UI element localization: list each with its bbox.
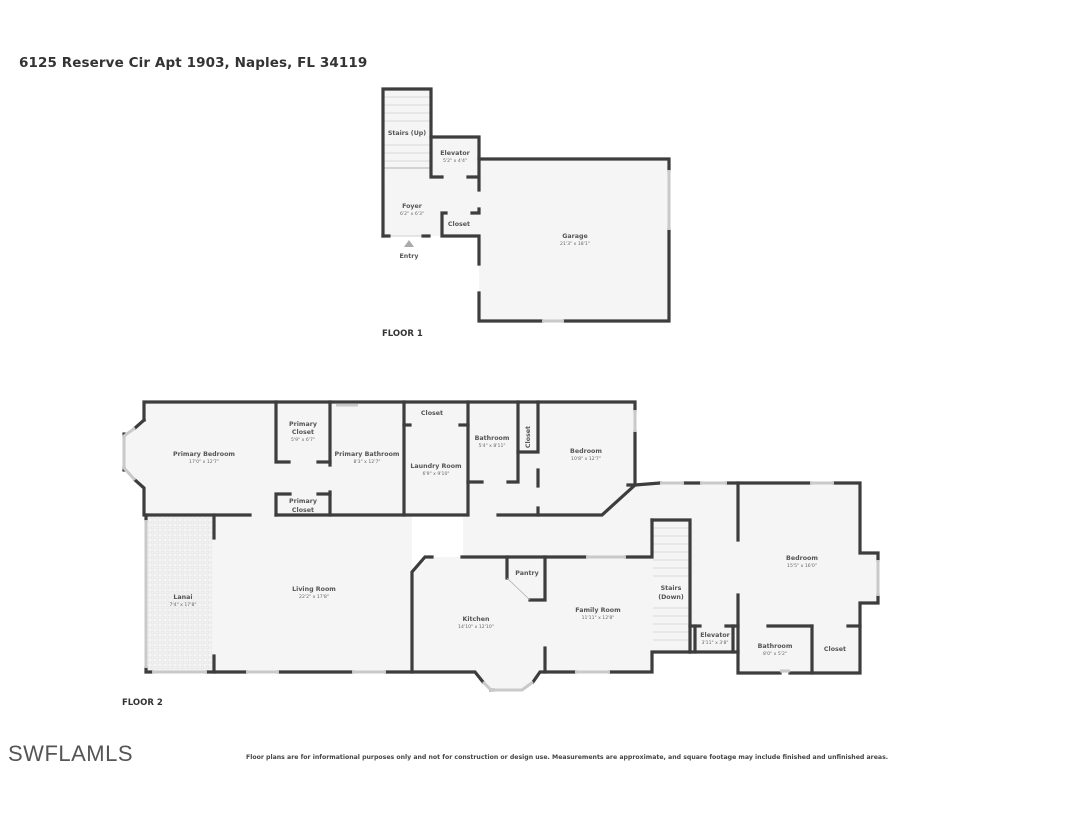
floor-2-plan bbox=[122, 400, 880, 692]
lanai-tile-pattern bbox=[148, 517, 212, 671]
room-dims-living-room: 22'2" x 17'8" bbox=[299, 594, 329, 600]
room-label-primary-bedroom: Primary Bedroom bbox=[173, 451, 235, 458]
room-label-elevator: Elevator bbox=[440, 150, 470, 157]
room-label-garage: Garage bbox=[562, 233, 588, 240]
room-label-closet-laundry: Closet bbox=[421, 410, 443, 417]
room-dims-bedroom-1: 10'8" x 12'7" bbox=[571, 456, 601, 462]
stairs-down-graphic bbox=[652, 520, 690, 652]
room-label-stairs-up: Stairs (Up) bbox=[388, 130, 426, 137]
room-dims-primary-bedroom: 17'0" x 12'7" bbox=[189, 459, 219, 465]
floor-2-label: FLOOR 2 bbox=[122, 698, 163, 708]
room-dims-bedroom-2: 15'5" x 16'0" bbox=[787, 563, 817, 569]
room-label-family-room: Family Room bbox=[575, 607, 621, 614]
room-dims-primary-bathroom: 8'3" x 12'7" bbox=[353, 459, 380, 465]
room-label-primary-closet-1: Primary bbox=[289, 421, 317, 428]
room-dims-kitchen: 14'10" x 12'10" bbox=[458, 624, 494, 630]
entry-label: Entry bbox=[399, 253, 418, 260]
room-label-primary-closet-2: Primary bbox=[289, 498, 317, 505]
room-label-primary-closet-2b: Closet bbox=[292, 507, 314, 514]
room-label-bathroom-2: Bathroom bbox=[758, 643, 793, 650]
room-dims-primary-closet-1: 5'9" x 6'7" bbox=[291, 437, 315, 443]
room-label-pantry: Pantry bbox=[515, 570, 538, 577]
room-dims-elevator: 5'2" x 4'4" bbox=[443, 158, 467, 164]
room-dims-elevator-2: 3'11" x 3'8" bbox=[701, 640, 728, 646]
floor-1-plan bbox=[381, 87, 671, 323]
swflamls-logo: SWFLAMLS bbox=[8, 741, 134, 766]
room-label-stairs-down-1: Stairs bbox=[661, 585, 682, 592]
room-label-living-room: Living Room bbox=[292, 586, 336, 593]
room-label-primary-bathroom: Primary Bathroom bbox=[335, 451, 400, 458]
room-label-bedroom-2: Bedroom bbox=[786, 555, 818, 562]
room-label-laundry-room: Laundry Room bbox=[410, 463, 462, 470]
room-label-primary-closet-1b: Closet bbox=[292, 429, 314, 436]
room-dims-family-room: 11'11" x 12'8" bbox=[582, 615, 615, 621]
room-label-closet-bedroom-2: Closet bbox=[824, 646, 846, 653]
room-label-stairs-down-2: (Down) bbox=[658, 594, 684, 601]
room-label-foyer: Foyer bbox=[402, 203, 423, 210]
room-label-closet-vertical: Closet bbox=[525, 426, 532, 448]
room-dims-garage: 21'3" x 18'1" bbox=[560, 241, 590, 247]
room-dims-laundry-room: 6'9" x 9'10" bbox=[422, 471, 449, 477]
room-dims-lanai: 7'4" x 17'8" bbox=[169, 602, 196, 608]
room-label-closet: Closet bbox=[448, 221, 470, 228]
room-label-lanai: Lanai bbox=[173, 594, 192, 601]
room-dims-bathroom-2: 8'0" x 5'2" bbox=[763, 651, 787, 657]
room-label-kitchen: Kitchen bbox=[462, 616, 489, 623]
room-dims-bathroom-1: 5'4" x 8'11" bbox=[478, 443, 505, 449]
room-label-elevator-2: Elevator bbox=[700, 632, 730, 639]
room-label-bedroom-1: Bedroom bbox=[570, 448, 602, 455]
room-dims-foyer: 6'2" x 6'3" bbox=[400, 211, 424, 217]
stairs-up-graphic bbox=[383, 96, 431, 169]
property-address: 6125 Reserve Cir Apt 1903, Naples, FL 34… bbox=[19, 55, 368, 71]
floor-1-label: FLOOR 1 bbox=[382, 329, 423, 339]
disclaimer-text: Floor plans are for informational purpos… bbox=[246, 754, 889, 761]
entry-arrow-icon bbox=[404, 240, 414, 247]
room-label-bathroom-1: Bathroom bbox=[475, 435, 510, 442]
